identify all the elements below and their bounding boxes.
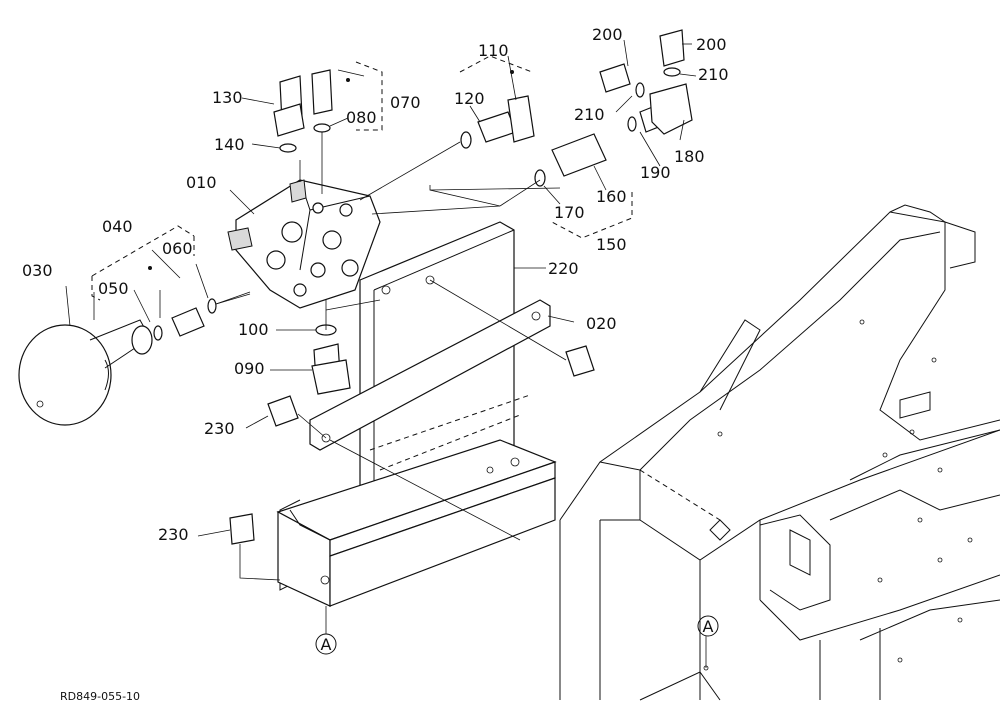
- reference-mark-a-left: A: [315, 633, 337, 655]
- callout-020: 020: [586, 314, 617, 333]
- callout-080: 080: [346, 108, 377, 127]
- bolt-230-upper: [267, 395, 327, 439]
- reference-mark-a-right: A: [697, 615, 719, 637]
- figure-code: RD849-055-10: [60, 690, 140, 703]
- fitting-070-group: [273, 61, 383, 153]
- callout-160: 160: [596, 187, 627, 206]
- bolt-020: [429, 279, 595, 377]
- fitting-040-group: [153, 291, 251, 341]
- channel-bracket: [276, 394, 557, 607]
- callout-060: 060: [162, 239, 193, 258]
- callout-210-left: 210: [574, 105, 605, 124]
- callout-140: 140: [214, 135, 245, 154]
- callout-170: 170: [554, 203, 585, 222]
- elbow-110-group: [459, 55, 535, 149]
- svg-text:A: A: [703, 617, 714, 636]
- callout-230-upper: 230: [204, 419, 235, 438]
- fitting-090-group: [311, 324, 351, 395]
- callout-190: 190: [640, 163, 671, 182]
- callout-050: 050: [98, 279, 129, 298]
- callout-labels: 130 140 010 070 080 110 120 200 200 210 …: [22, 25, 729, 544]
- callout-090: 090: [234, 359, 265, 378]
- strap-plate: [309, 299, 551, 451]
- bolt-230-lower: [229, 513, 281, 581]
- callout-120: 120: [454, 89, 485, 108]
- accumulator-030: [18, 319, 153, 426]
- leader-lines: [93, 132, 561, 634]
- callout-210-right: 210: [698, 65, 729, 84]
- group-brackets: [91, 70, 514, 301]
- callout-010: 010: [186, 173, 217, 192]
- callout-070: 070: [390, 93, 421, 112]
- callout-200-right: 200: [696, 35, 727, 54]
- fitting-150-group: [499, 133, 633, 239]
- callout-100: 100: [238, 320, 269, 339]
- callout-180: 180: [674, 147, 705, 166]
- svg-text:A: A: [321, 635, 332, 654]
- callout-200-left: 200: [592, 25, 623, 44]
- callout-040: 040: [102, 217, 133, 236]
- valve-body-010: [227, 179, 381, 309]
- callout-pointers: [65, 39, 697, 537]
- callout-150: 150: [596, 235, 627, 254]
- callout-030: 030: [22, 261, 53, 280]
- callout-230-lower: 230: [158, 525, 189, 544]
- tractor-frame: [559, 204, 1000, 701]
- callout-130: 130: [212, 88, 243, 107]
- callout-110: 110: [478, 41, 509, 60]
- callout-220: 220: [548, 259, 579, 278]
- elbow-180-group: [599, 29, 693, 135]
